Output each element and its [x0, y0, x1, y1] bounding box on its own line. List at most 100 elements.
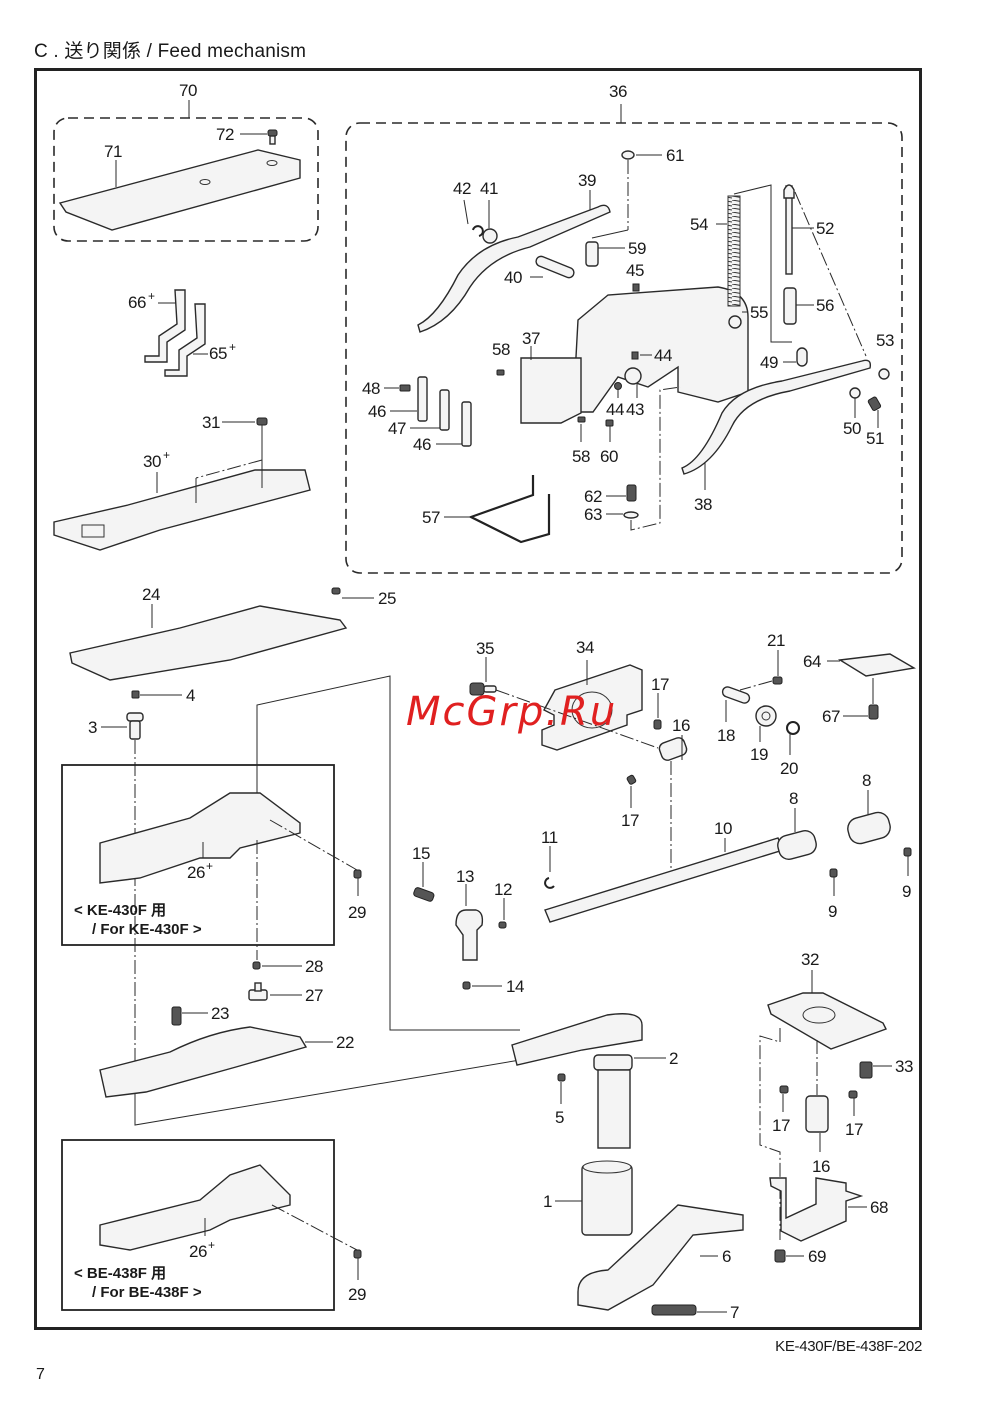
part-18-shaft — [721, 686, 751, 704]
callout-47: 47 — [388, 419, 406, 438]
callout-44a: 44 — [654, 346, 672, 365]
part-64-cover — [837, 653, 917, 677]
part-71-plate — [58, 149, 301, 231]
callout-34: 34 — [576, 638, 594, 657]
part-17-setscrew-3 — [779, 1085, 789, 1094]
callout-65: 65 — [209, 344, 227, 363]
callout-72: 72 — [216, 125, 234, 144]
part-4-setscrew — [131, 690, 140, 699]
part-44-setscrew-2 — [614, 382, 622, 390]
svg-text:+: + — [163, 448, 170, 462]
part-54-spring — [727, 195, 741, 307]
part-65-bracket — [164, 303, 206, 377]
part-58-setscrew — [496, 369, 505, 376]
callout-11: 11 — [541, 828, 558, 847]
callout-67: 67 — [822, 707, 840, 726]
callout-39: 39 — [578, 171, 596, 190]
part-15-screw — [413, 887, 435, 902]
callout-60: 60 — [600, 447, 618, 466]
part-29-setscrew — [353, 869, 362, 879]
callout-17b: 17 — [621, 811, 639, 830]
callout-25: 25 — [378, 589, 396, 608]
callout-20: 20 — [780, 759, 798, 778]
part-2-crank-shaft — [597, 1069, 631, 1149]
part-21-setscrew — [772, 676, 783, 685]
callout-30: 30 — [143, 452, 161, 471]
callout-23: 23 — [211, 1004, 229, 1023]
callout-45: 45 — [626, 261, 644, 280]
part-8-bushing-2 — [847, 811, 891, 845]
callout-64: 64 — [803, 652, 821, 671]
caption-be438f-1: < BE-438F 用 — [74, 1265, 166, 1282]
part-52-rod — [785, 185, 793, 275]
callout-51: 51 — [866, 429, 884, 448]
callout-54: 54 — [690, 215, 708, 234]
callout-59: 59 — [628, 239, 646, 258]
page-number: 7 — [36, 1366, 45, 1383]
svg-text:+: + — [208, 1238, 215, 1252]
part-61-cap — [621, 150, 635, 160]
part-56-bushing — [783, 287, 797, 325]
callout-52: 52 — [816, 219, 834, 238]
part-28-setscrew — [252, 961, 261, 970]
callout-7: 7 — [730, 1303, 739, 1322]
part-12-setscrew — [498, 921, 507, 929]
callout-32: 32 — [801, 950, 819, 969]
part-30-plate — [53, 469, 311, 551]
part-58-setscrew-2 — [577, 416, 586, 423]
part-55-nut — [728, 315, 742, 329]
callout-4: 4 — [186, 686, 195, 705]
callout-27: 27 — [305, 986, 323, 1005]
part-9-setscrew-2 — [903, 847, 912, 857]
part-44-setscrew — [631, 351, 639, 360]
document-code: KE-430F/BE-438F-202 — [775, 1338, 922, 1355]
callout-53: 53 — [876, 331, 894, 350]
callout-57: 57 — [422, 508, 440, 527]
part-48-screw — [399, 384, 411, 392]
callout-41: 41 — [480, 179, 498, 198]
callout-38: 38 — [694, 495, 712, 514]
part-11-e-ring — [544, 877, 555, 889]
part-67-screw — [868, 704, 879, 720]
callout-71: 71 — [104, 142, 122, 161]
part-26-feed-plate-ke430f — [99, 792, 301, 884]
part-25-screw — [331, 587, 341, 595]
callout-31: 31 — [202, 413, 220, 432]
callout-62: 62 — [584, 487, 602, 506]
group-70-outline — [53, 117, 319, 242]
page-title: C . 送り関係 / Feed mechanism — [34, 41, 307, 62]
callout-48: 48 — [362, 379, 380, 398]
part-57-wire — [468, 475, 551, 544]
callout-17d: 17 — [845, 1120, 863, 1139]
part-63-washer — [623, 511, 639, 519]
part-32-plate — [767, 992, 887, 1050]
part-43-collar — [624, 367, 642, 385]
watermark: McGrp.Ru — [406, 689, 617, 735]
callout-5: 5 — [555, 1108, 564, 1127]
callout-26b: 26 — [189, 1242, 207, 1261]
callout-58a: 58 — [492, 340, 510, 359]
callout-29a: 29 — [348, 903, 366, 922]
part-40-pin — [535, 255, 575, 279]
callout-43: 43 — [626, 400, 644, 419]
part-13-clamp — [455, 909, 484, 961]
callout-24: 24 — [142, 585, 160, 604]
callout-6: 6 — [722, 1247, 731, 1266]
callout-22: 22 — [336, 1033, 354, 1052]
part-22-plate — [99, 1026, 308, 1098]
part-69-screw — [774, 1249, 786, 1263]
part-24-cover — [69, 605, 348, 681]
part-16-gear-2 — [805, 1095, 829, 1133]
callout-63: 63 — [584, 505, 602, 524]
part-39-arm — [417, 204, 611, 333]
part-46-plate — [417, 376, 428, 422]
callout-21: 21 — [767, 631, 785, 650]
part-60-setscrew — [605, 419, 614, 427]
callout-10: 10 — [714, 819, 732, 838]
part-50-washer — [849, 387, 861, 399]
callout-68: 68 — [870, 1198, 888, 1217]
callout-17c: 17 — [772, 1116, 790, 1135]
callout-44b: 44 — [606, 400, 624, 419]
callout-40: 40 — [504, 268, 522, 287]
